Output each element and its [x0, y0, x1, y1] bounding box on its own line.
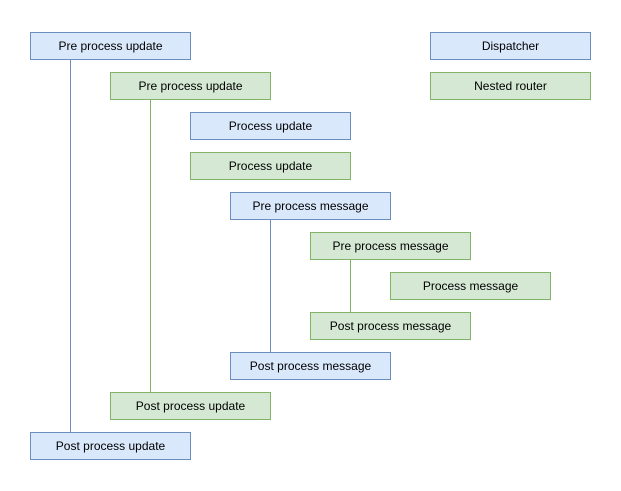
- dispatcher-pre-process-message[interactable]: Pre process message: [230, 192, 391, 220]
- node-label: Pre process update: [58, 39, 163, 53]
- router-message-lifeline[interactable]: [350, 260, 351, 312]
- node-label: Nested router: [474, 79, 547, 93]
- router-update-lifeline[interactable]: [150, 100, 151, 392]
- dispatcher-message-lifeline[interactable]: [270, 220, 271, 352]
- node-label: Pre process message: [332, 239, 449, 253]
- dispatcher-update-lifeline[interactable]: [70, 60, 71, 432]
- node-label: Dispatcher: [481, 39, 540, 53]
- node-label: Process message: [422, 279, 519, 293]
- router-process-message[interactable]: Process message: [390, 272, 551, 300]
- dispatcher-post-process-message[interactable]: Post process message: [230, 352, 391, 380]
- node-label: Process update: [228, 159, 313, 173]
- node-label: Pre process message: [252, 199, 369, 213]
- router-pre-process-message[interactable]: Pre process message: [310, 232, 471, 260]
- dispatcher-process-update[interactable]: Process update: [190, 112, 351, 140]
- router-post-process-update[interactable]: Post process update: [110, 392, 271, 420]
- router-pre-process-update[interactable]: Pre process update: [110, 72, 271, 100]
- node-label: Pre process update: [138, 79, 243, 93]
- legend-dispatcher[interactable]: Dispatcher: [430, 32, 591, 60]
- node-label: Post process message: [329, 319, 452, 333]
- legend-nested-router[interactable]: Nested router: [430, 72, 591, 100]
- dispatcher-post-process-update[interactable]: Post process update: [30, 432, 191, 460]
- router-process-update[interactable]: Process update: [190, 152, 351, 180]
- dispatcher-pre-process-update[interactable]: Pre process update: [30, 32, 191, 60]
- node-label: Post process update: [55, 439, 166, 453]
- node-label: Post process message: [249, 359, 372, 373]
- node-label: Post process update: [135, 399, 246, 413]
- router-post-process-message[interactable]: Post process message: [310, 312, 471, 340]
- node-label: Process update: [228, 119, 313, 133]
